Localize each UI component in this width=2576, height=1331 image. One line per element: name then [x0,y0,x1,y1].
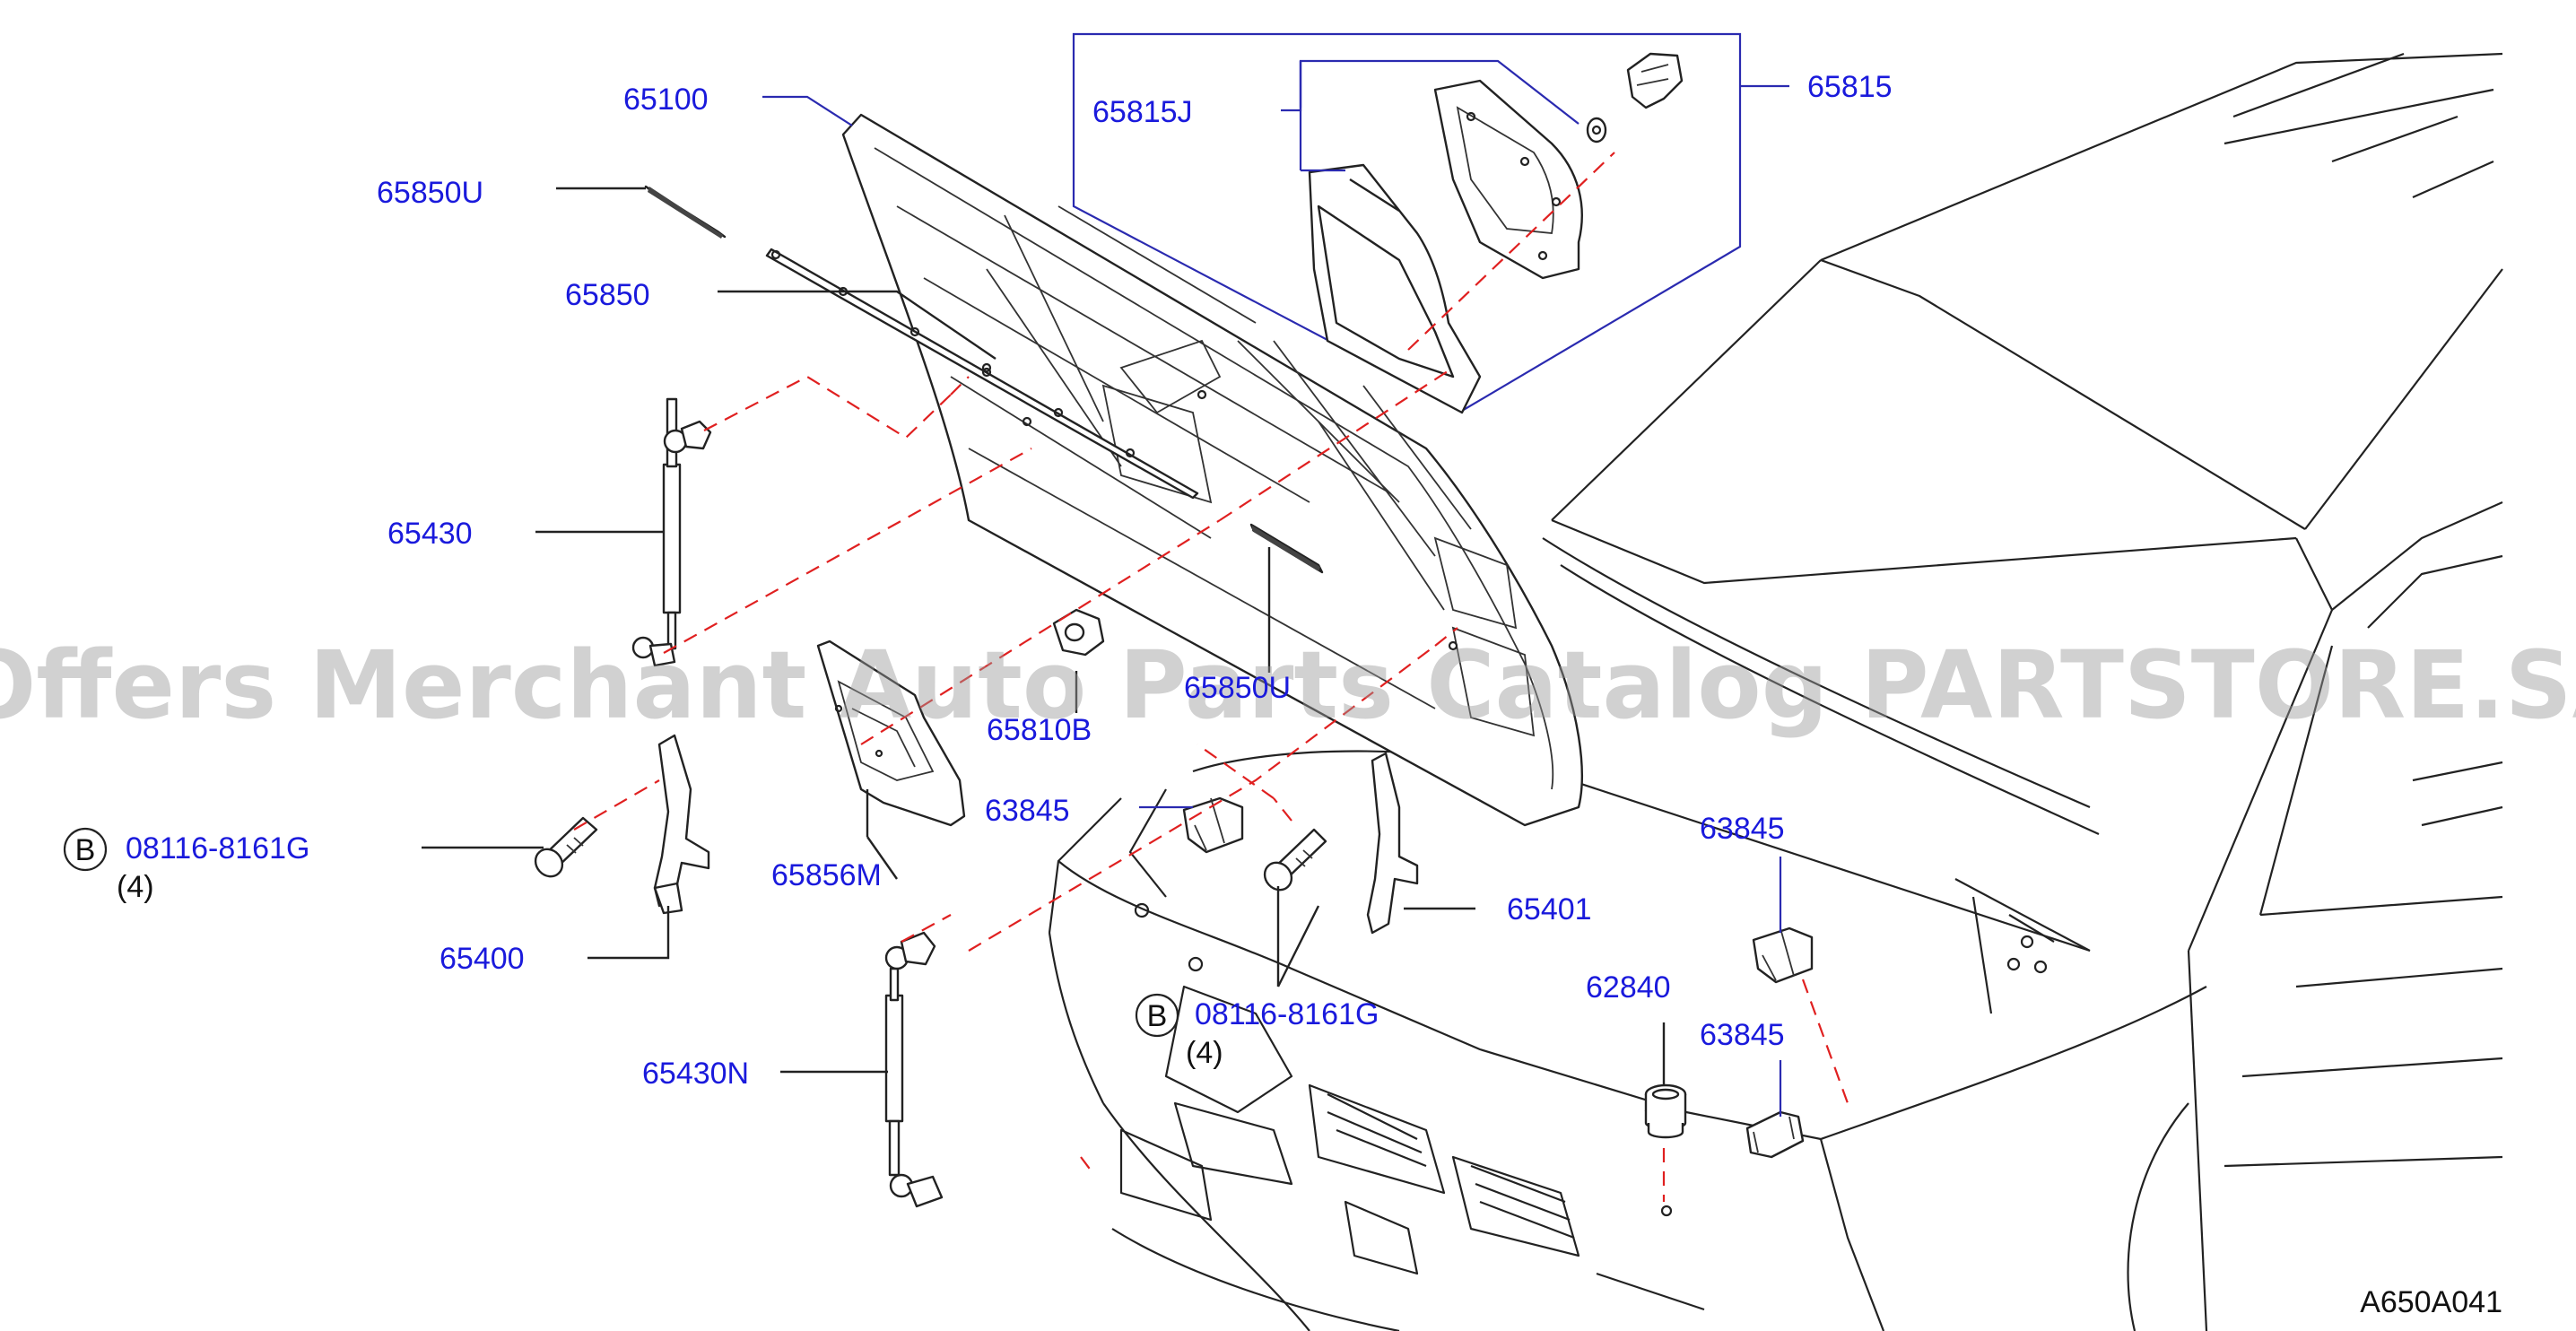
label-65850u-upper: 65850U [377,176,483,210]
label-63845-b: 63845 [1700,812,1785,846]
bolt-right [1263,828,1327,892]
bolt-marker-a-letter: B [75,833,96,867]
label-65400: 65400 [439,942,525,976]
inset-65815-box [1072,32,1789,414]
hood-bumper-65810b [1052,608,1105,657]
bolt-marker-b-letter: B [1147,999,1168,1033]
label-65850: 65850 [565,278,650,312]
label-65850u-lower: 65850U [1184,671,1291,705]
label-65430: 65430 [387,517,473,551]
label-65430n: 65430N [642,1057,749,1091]
hood-bumper-rubber-a [1182,796,1244,854]
label-qty-a: (4) [117,870,154,904]
bolt-marker-a: B [63,827,108,872]
installation-guides [573,367,1849,1202]
label-qty-b: (4) [1186,1036,1223,1070]
part-labels: 65100 65850U 65850 65430 65815J 65815 65… [117,70,1893,1091]
bolt-left [534,816,598,878]
hood-hinge-right [1366,752,1419,935]
leader-lines [422,95,1782,1117]
hood-hinge-left [653,734,710,915]
hood-gas-strut-n [884,931,944,1208]
label-08116-8161g-b: 08116-8161G [1195,997,1379,1031]
diagram-code: A650A041 [2360,1285,2502,1319]
hood-weatherstrip [765,248,1199,500]
seal-strip-lower [1249,523,1324,574]
label-63845-a: 63845 [985,794,1070,828]
seal-strip-upper [644,185,727,239]
label-08116-8161g-a: 08116-8161G [126,831,309,866]
label-62840: 62840 [1586,970,1671,1005]
label-65401: 65401 [1507,892,1592,926]
label-65815: 65815 [1807,70,1893,104]
hood-bumper-rubber-c [1745,1110,1805,1159]
label-65815j: 65815J [1092,95,1193,129]
label-65100: 65100 [623,83,709,117]
hood-bumper-rubber-b [1752,926,1814,984]
hood-insulator-65856m [816,639,966,827]
hood-panel [841,113,1583,827]
label-65856m: 65856M [771,858,882,892]
grommet-62840 [1644,1083,1687,1139]
label-63845-c: 63845 [1700,1018,1785,1052]
bolt-marker-b: B [1135,993,1179,1038]
watermark-text: Offers Merchant Auto Parts Catalog PARTS… [0,631,2576,740]
label-65810b: 65810B [987,713,1092,747]
